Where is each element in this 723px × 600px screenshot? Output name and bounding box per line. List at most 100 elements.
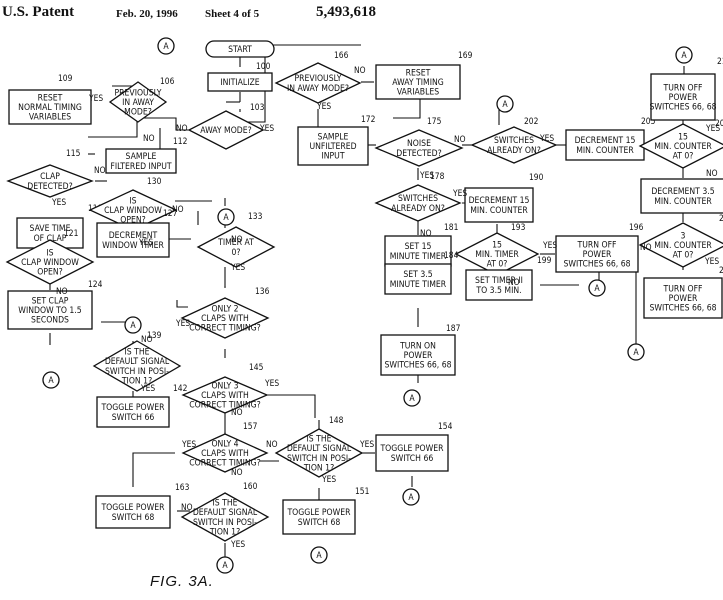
no-branch-label: NO: [706, 168, 718, 178]
yes-branch-label: YES: [51, 197, 66, 207]
node-text-line: TOGGLE POWER: [100, 503, 165, 513]
node-text-line: SWITCH IN POSI-: [105, 367, 169, 377]
node-text-line: AT 0?: [673, 152, 694, 162]
no-branch-label: NO: [56, 286, 68, 296]
node-text-line: DETECTED?: [396, 149, 442, 159]
reference-number: 181: [444, 222, 459, 232]
process-box: [650, 73, 716, 121]
node-text-line: IS THE: [306, 435, 331, 445]
flow-connector-line: [176, 300, 188, 308]
node-text-line: MINUTE TIMER: [390, 252, 447, 262]
node-text-line: TOGGLE POWER: [379, 444, 444, 454]
flow-connector-line: [393, 98, 421, 119]
connector-a-icon: A: [157, 37, 175, 55]
node-text-line: ONLY 3: [211, 381, 238, 391]
connector-a-icon: A: [402, 488, 420, 506]
yes-branch-label: YES: [138, 237, 153, 247]
process-box: [95, 495, 171, 529]
node-start: START: [205, 40, 275, 58]
process-box: [297, 126, 369, 166]
yes-branch-label: YES: [230, 262, 245, 272]
decision-diamond: [6, 164, 94, 198]
node-text-line: SECONDS: [31, 316, 69, 326]
connector-a-icon: A: [42, 371, 60, 389]
node-text-line: IS THE: [124, 348, 149, 358]
reference-number: 184: [444, 250, 459, 260]
reference-number: 220: [719, 265, 723, 275]
connector-letter: A: [222, 561, 228, 571]
connector-a-icon: A: [675, 46, 693, 64]
connector-a-icon: A: [217, 208, 235, 226]
connector-a-icon: A: [124, 316, 142, 334]
node-text-line: SET 3.5: [403, 270, 432, 280]
node-text-line: DEFAULT SIGNAL: [193, 508, 258, 518]
node-text-line: SWITCH 66: [112, 413, 155, 423]
reference-number: 121: [64, 228, 79, 238]
node-text-line: WINDOW TO 1.5: [18, 306, 81, 316]
node-text-line: MINUTE TIMER: [390, 280, 447, 290]
node-text-line: IS: [129, 196, 136, 206]
node-text-line: SWITCH 68: [298, 518, 341, 528]
node-text-line: SAVE TIME: [30, 224, 71, 234]
reference-number: 175: [427, 116, 442, 126]
yes-branch-label: YES: [264, 378, 279, 388]
yes-branch-label: YES: [539, 133, 554, 143]
node-text-line: POWER: [669, 93, 698, 103]
node-text-line: CLAP WINDOW: [104, 206, 162, 216]
node-text-line: DECREMENT 3.5: [651, 187, 714, 197]
node-text-line: OPEN?: [37, 268, 63, 278]
connector-letter: A: [594, 284, 600, 294]
node-text-line: WINDOW TIMER: [102, 241, 164, 251]
no-branch-label: NO: [231, 407, 243, 417]
node-text-line: RESET: [38, 93, 63, 103]
yes-branch-label: YES: [359, 439, 374, 449]
node-text-line: MIN. COUNTER: [576, 146, 634, 156]
no-branch-label: NO: [143, 133, 155, 143]
node-text-line: SAMPLE: [126, 152, 157, 162]
node-text-line: DEFAULT SIGNAL: [105, 357, 170, 367]
decision-diamond: [108, 81, 168, 123]
node-text-line: CLAP WINDOW: [21, 258, 79, 268]
reference-number: 103: [250, 102, 265, 112]
node-text-line: CORRECT TIMING?: [189, 324, 261, 334]
node-text-line: START: [228, 45, 252, 55]
reference-number: 217: [719, 213, 723, 223]
no-branch-label: NO: [94, 165, 106, 175]
node-text-line: IS: [46, 248, 53, 258]
decision-diamond: [274, 62, 362, 104]
connector-a-icon: A: [496, 95, 514, 113]
connector-a-icon: A: [403, 389, 421, 407]
reference-number: 169: [458, 50, 473, 60]
reference-number: 100: [256, 61, 271, 71]
node-text-line: SWITCH 68: [112, 513, 155, 523]
node-text-line: DETECTED?: [27, 182, 73, 192]
node-text-line: MODE?: [124, 108, 152, 118]
node-text-line: NOISE: [407, 139, 431, 149]
no-branch-label: NO: [454, 134, 466, 144]
flow-connector-line: [265, 394, 316, 418]
no-branch-label: NO: [420, 228, 432, 238]
yes-branch-label: YES: [704, 256, 719, 266]
node-text-line: ONLY 2: [211, 304, 238, 314]
node-text-line: FILTERED INPUT: [110, 162, 172, 172]
connector-letter: A: [130, 321, 136, 331]
yes-branch-label: YES: [452, 188, 467, 198]
node-text-line: CORRECT TIMING?: [189, 401, 261, 411]
